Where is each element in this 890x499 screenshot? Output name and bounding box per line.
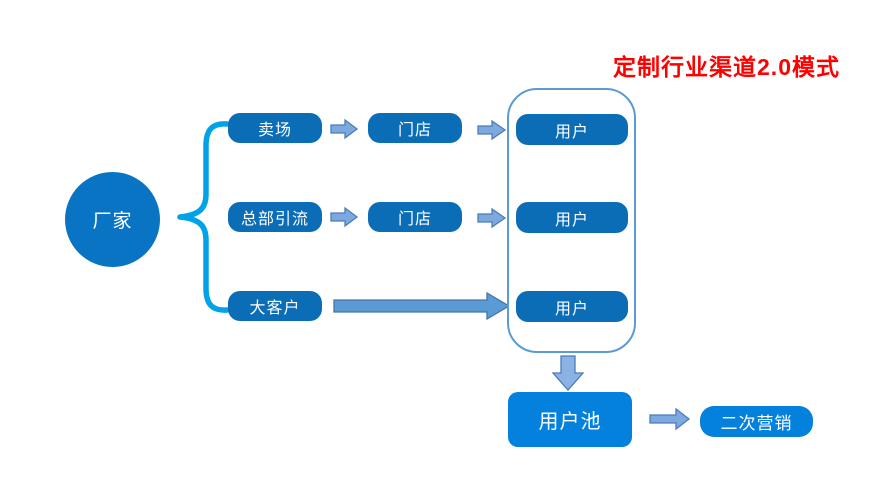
curly-brace-icon — [177, 121, 230, 313]
node-label: 门店 — [397, 211, 432, 228]
arrow-row2-stage1-stage2-icon — [330, 206, 359, 228]
arrow-row1-stage1-stage2-icon — [330, 118, 359, 140]
node-label: 用户池 — [538, 411, 602, 433]
node-label: 用户 — [554, 211, 589, 229]
node-label: 用户 — [554, 300, 589, 318]
node-label: 卖场 — [257, 122, 292, 139]
arrow-pool-remarketing-icon — [649, 407, 691, 431]
node-label: 大客户 — [249, 300, 301, 317]
node-row3-user: 用户 — [516, 291, 628, 322]
arrow-row3-long-icon — [333, 291, 511, 321]
node-label: 用户 — [554, 123, 589, 141]
node-label: 门店 — [397, 122, 432, 139]
node-remarketing: 二次营销 — [700, 406, 813, 437]
node-row1-stage2: 门店 — [368, 113, 462, 143]
node-factory-label: 厂家 — [92, 211, 133, 232]
diagram-title: 定制行业渠道2.0模式 — [613, 54, 840, 80]
node-label: 总部引流 — [240, 211, 309, 228]
node-user-pool: 用户池 — [508, 392, 632, 447]
node-row1-stage1: 卖场 — [228, 113, 322, 143]
arrow-row1-stage2-group-icon — [477, 119, 507, 141]
node-factory: 厂家 — [65, 172, 160, 267]
node-row1-user: 用户 — [516, 114, 628, 145]
node-label: 二次营销 — [720, 414, 793, 433]
node-row2-stage1: 总部引流 — [228, 202, 322, 232]
arrow-row2-stage2-group-icon — [477, 207, 507, 229]
node-row3-stage1: 大客户 — [228, 291, 322, 321]
node-row2-user: 用户 — [516, 202, 628, 233]
arrow-group-pool-down-icon — [551, 355, 585, 391]
node-row2-stage2: 门店 — [368, 202, 462, 232]
